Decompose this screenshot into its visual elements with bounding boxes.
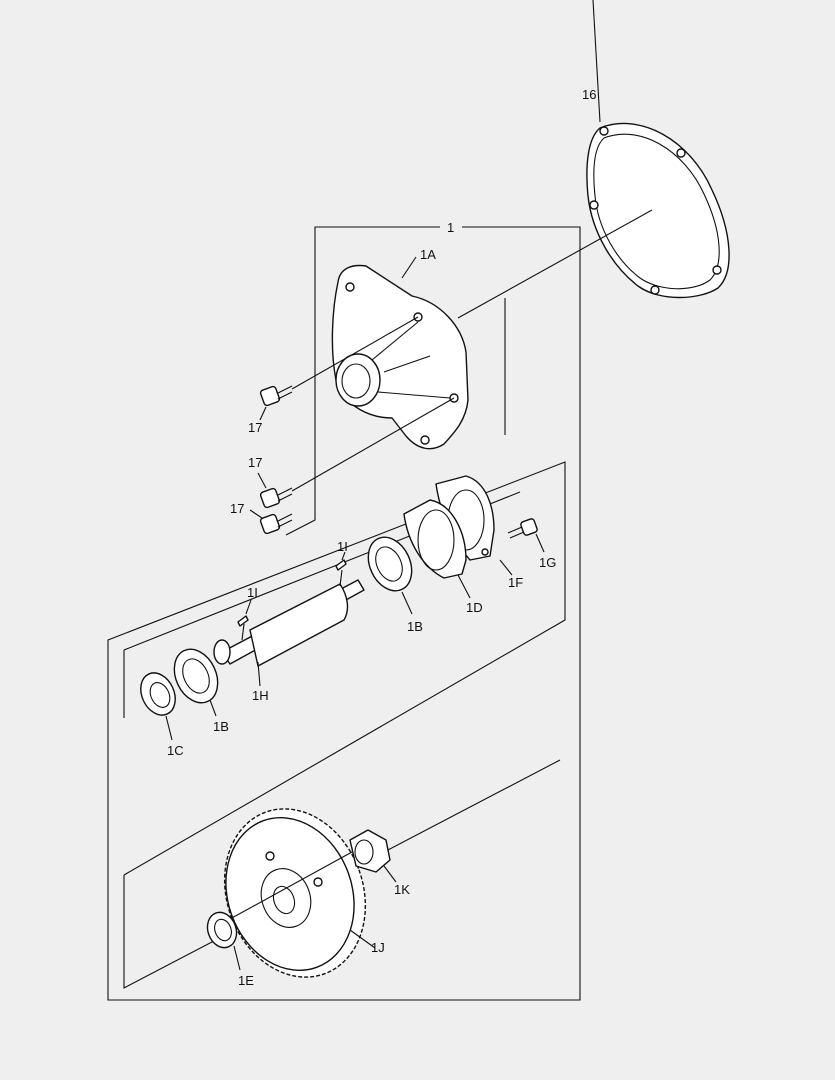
label-1B-left: 1B bbox=[213, 719, 229, 734]
label-1D: 1D bbox=[466, 600, 483, 615]
label-17-bottom: 17 bbox=[230, 501, 244, 516]
bolt-part-17-middle bbox=[257, 397, 455, 509]
label-1C: 1C bbox=[167, 743, 184, 758]
label-17-top: 17 bbox=[248, 420, 262, 435]
bolt-part-17-top bbox=[259, 316, 419, 421]
label-1J: 1J bbox=[371, 940, 385, 955]
label-17-middle: 17 bbox=[248, 455, 262, 470]
bearing-part-1B-left bbox=[173, 648, 219, 717]
seal-part-1C bbox=[140, 672, 176, 741]
label-16: 16 bbox=[582, 87, 596, 102]
label-1G: 1G bbox=[539, 555, 556, 570]
assembly-frame bbox=[107, 226, 581, 1001]
nut-part-1K bbox=[349, 829, 397, 883]
label-1H: 1H bbox=[252, 688, 269, 703]
bearing-part-1B-right bbox=[367, 536, 413, 615]
label-1K: 1K bbox=[394, 882, 410, 897]
label-1A: 1A bbox=[420, 247, 436, 262]
gasket-part-16 bbox=[457, 0, 730, 319]
shaft-part-1H bbox=[213, 569, 365, 687]
key-part-1I-right bbox=[335, 551, 347, 571]
cover-part-1A bbox=[331, 256, 469, 450]
gear-part-1J bbox=[209, 808, 376, 978]
bolt-part-1G bbox=[507, 518, 545, 553]
gasket-part-1D bbox=[403, 499, 471, 599]
label-1I-right: 1I bbox=[337, 539, 348, 554]
label-1I-left: 1I bbox=[247, 585, 258, 600]
label-1: 1 bbox=[447, 220, 454, 235]
washer-part-1E bbox=[206, 911, 241, 971]
label-1B-right: 1B bbox=[407, 619, 423, 634]
label-1F: 1F bbox=[508, 575, 523, 590]
label-1E: 1E bbox=[238, 973, 254, 988]
key-part-1I-left bbox=[237, 599, 252, 627]
bolt-part-17-bottom bbox=[249, 509, 293, 535]
